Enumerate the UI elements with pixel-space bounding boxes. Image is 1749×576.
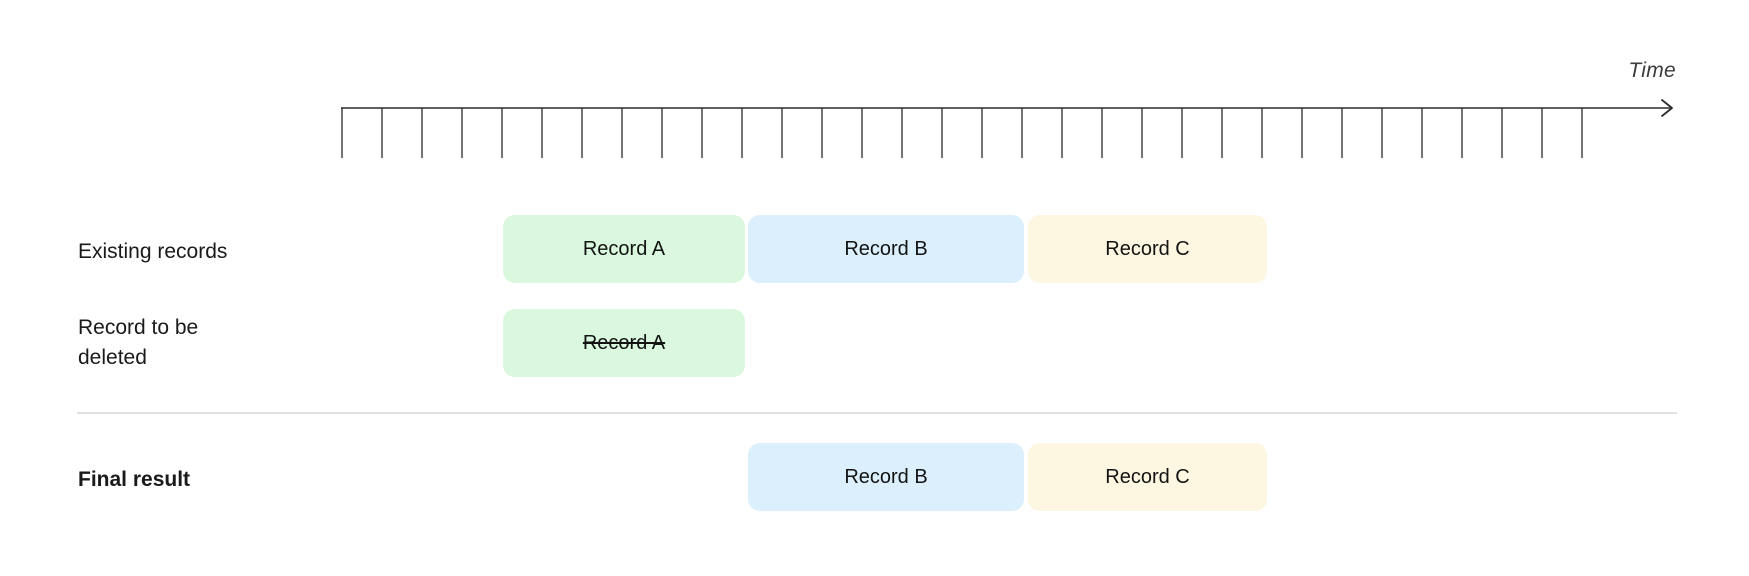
row-label-final-result: Final result <box>78 468 191 491</box>
record-b-box-existing: Record B <box>748 215 1024 283</box>
timeline-axis <box>341 99 1673 158</box>
record-c-box-final: Record C <box>1028 443 1267 511</box>
time-axis-label: Time <box>1628 59 1676 82</box>
record-c-box-existing: Record C <box>1028 215 1267 283</box>
record-a-box-existing: Record A <box>503 215 745 283</box>
arrow-right-icon <box>1661 99 1673 117</box>
row-label-existing-records: Existing records <box>78 240 228 263</box>
axis-tick-marks <box>341 108 1583 158</box>
record-b-box-final: Record B <box>748 443 1024 511</box>
record-a-box-deleted: Record A <box>503 309 745 377</box>
row-label-record-to-be-deleted: Record to be deleted <box>78 316 199 369</box>
section-divider <box>77 412 1677 414</box>
